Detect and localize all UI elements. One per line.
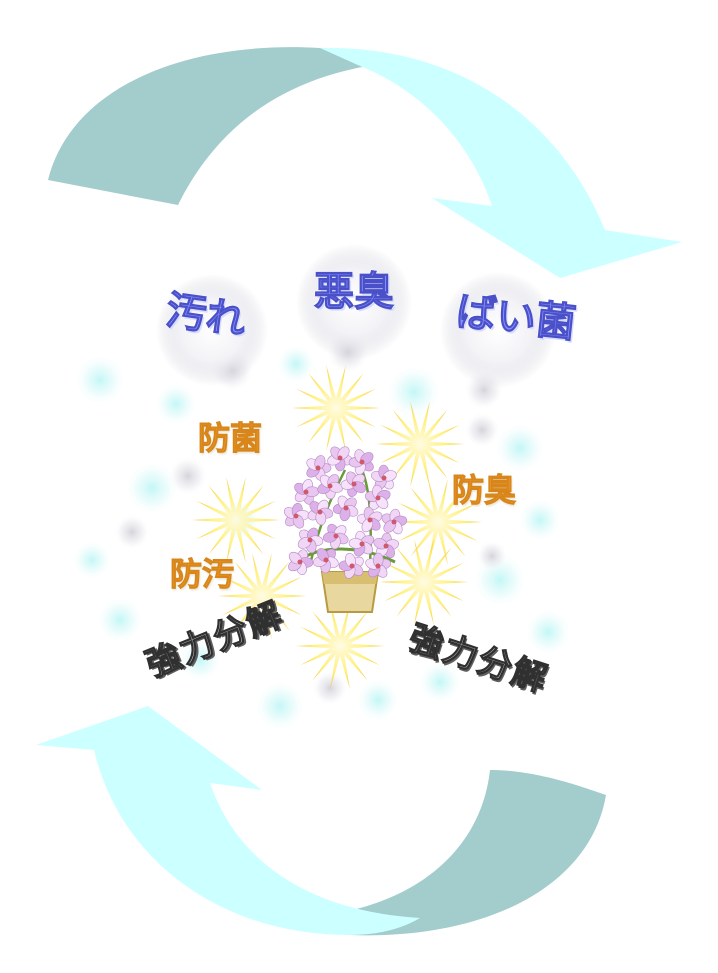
gray-bubble [476,540,508,572]
halo [440,272,556,388]
orchid-center [317,509,323,515]
orchid-center [343,505,349,511]
bottom-arrow-dark-part [290,770,606,936]
orchid-center [297,559,303,565]
starburst [292,365,380,451]
bubble [72,540,112,580]
orchid-center [333,533,339,539]
orchid-center [381,475,387,481]
top-cycle-arrow [48,47,682,279]
effect-antibacterial: 防菌 [197,419,263,457]
bubble [254,680,306,732]
bubble [124,460,180,516]
orchid-center [383,543,389,549]
orchid-center [303,489,309,495]
word-dirt: 汚れ [163,287,250,345]
bubble [276,344,316,384]
orchid-center [349,563,355,569]
starburst [394,479,482,565]
orchid-center [375,495,381,501]
effect-deodorize: 防臭 [451,471,517,509]
bubble [418,660,462,704]
starburst [296,603,384,689]
orchid-center [293,513,299,519]
bubble [494,422,546,474]
bubble [518,498,562,542]
starburst [380,539,468,625]
top-arrow-dark-part [48,47,395,205]
halo [156,274,268,386]
gray-bubble [114,514,150,550]
bubble [178,638,222,682]
starburst [218,553,306,639]
bubble [356,678,400,722]
bubble [96,596,144,644]
orchid-center [367,517,373,523]
word-bacteria: ばい菌 [453,288,579,348]
orchid-center [323,557,329,563]
starburst [376,401,464,487]
orchid-center [307,537,313,543]
bubble [386,364,442,420]
bubble-field [72,344,572,732]
orchid-center [359,541,365,547]
bubble [524,608,572,656]
orchid-blooms [283,446,408,579]
orchid-center [337,455,343,461]
top-arrow-light-part [320,47,682,279]
orchid-center [375,563,381,569]
halo [296,244,412,360]
bottom-cycle-arrow [36,706,606,936]
word-bad-odor: 悪臭 [314,269,395,315]
orchid-center [351,481,357,487]
starburst [192,477,280,563]
starburst-ring [192,365,482,689]
orchid-center [391,519,397,525]
gray-bubble [312,670,348,706]
bottom-arrow-light-part [36,706,420,935]
orchid-flower-pot-icon [283,446,408,613]
gray-bubble [464,412,500,448]
effect-antifouling: 防汚 [169,555,235,593]
bubble [74,354,126,406]
orchid-center [327,483,333,489]
orchid-center [315,465,321,471]
orchid-center [359,459,365,465]
word-halos [156,244,556,388]
bubble [154,382,198,426]
gray-bubble [168,456,208,496]
